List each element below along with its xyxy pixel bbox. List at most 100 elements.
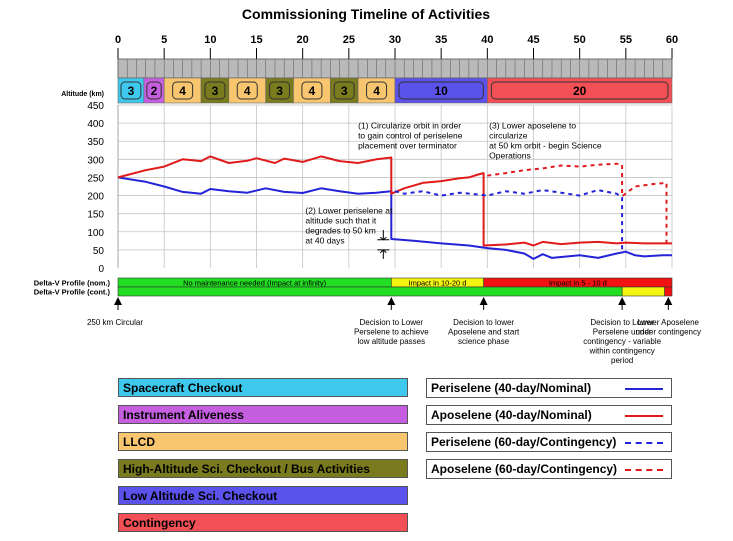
milestone-line: Aposelene and start: [448, 328, 520, 337]
activity-duration-box: [301, 81, 323, 100]
milestone-line: period: [611, 356, 633, 365]
milestone-line: Lower Aposelene: [638, 318, 700, 327]
activity-duration-label: 3: [128, 84, 135, 98]
timeline-hatch-band: [117, 58, 673, 79]
milestone-arrow-head: [114, 297, 122, 305]
activity-duration-box: [204, 81, 226, 100]
x-tick-label: 60: [666, 34, 678, 46]
series-line: [117, 176, 672, 260]
series-legend-swatch: [625, 469, 663, 471]
activity-duration-label: 10: [434, 84, 448, 98]
milestone-line: 250 km Circular: [87, 318, 143, 327]
activity-duration-label: 2: [151, 84, 158, 98]
y-tick-label: 400: [87, 119, 104, 130]
activity-duration-label: 3: [212, 84, 219, 98]
milestone-line: Decision to Lower: [590, 318, 654, 327]
activity-legend-item: Contingency: [118, 513, 408, 532]
series-legend-item: Periselene (60-day/Contingency): [426, 432, 672, 452]
milestone-arrow-head: [618, 297, 627, 305]
delta-v-segment: [621, 286, 665, 297]
series-legend-swatch: [625, 388, 663, 390]
annotation-line: at 50 km orbit - begin Science: [489, 141, 602, 151]
series-legend-swatch: [625, 442, 663, 444]
annotation-line: to gain control of periselene: [358, 131, 463, 141]
activity-duration-label: 3: [341, 84, 348, 98]
activity-duration-label: 4: [244, 84, 251, 98]
milestone-line: low altitude passes: [358, 337, 426, 346]
x-tick-label: 25: [343, 34, 355, 46]
milestone-text: 250 km Circular: [87, 318, 143, 327]
milestone-line: Perselene under: [593, 328, 652, 337]
x-axis-ticks: 0 5 10 15 20 25 30 35 40 45 50 55 60: [115, 34, 678, 59]
series-line: [394, 189, 624, 252]
y-tick-label: 350: [87, 137, 104, 148]
y-tick-label: 450: [87, 101, 104, 112]
activity-duration-box: [146, 81, 162, 100]
delta-v-segment: [117, 286, 623, 297]
annotation-line: (2) Lower periselene at: [305, 206, 393, 216]
milestone-line: under contingency: [636, 328, 701, 337]
annotation-line: altitude such that it: [305, 216, 377, 226]
delta-v-segment-label: Impact in 5 - 10 d: [549, 279, 607, 288]
activity-duration-label: 4: [309, 84, 316, 98]
x-tick-label: 15: [250, 34, 262, 46]
series-legend-item: Periselene (40-day/Nominal): [426, 378, 672, 398]
activity-duration-label: 3: [276, 84, 283, 98]
altitude-axis-label: Altitude (km): [61, 91, 104, 98]
x-tick-label: 55: [620, 34, 632, 46]
series-legend-label: Periselene (60-day/Contingency): [431, 435, 617, 449]
delta-v-segment: [664, 286, 673, 297]
x-tick-label: 0: [115, 34, 121, 46]
annotation-line: (3) Lower aposelene to: [489, 121, 576, 131]
x-tick-label: 40: [481, 34, 493, 46]
x-tick-label: 20: [297, 34, 309, 46]
delta-v-profile: Delta-V Profile (nom.) No maintenance nee…: [34, 277, 673, 297]
series-layer: [117, 155, 672, 260]
chart-title: Commissioning Timeline of Activities: [242, 6, 490, 22]
x-tick-label: 30: [389, 34, 401, 46]
y-tick-label: 0: [98, 264, 104, 275]
activity-legend-item: Low Altitude Sci. Checkout: [118, 486, 408, 505]
annotation-line: circularize: [489, 131, 528, 141]
activity-legend-item: Instrument Aliveness: [118, 405, 408, 424]
delta-v-row-label: Delta-V Profile (nom.): [34, 279, 111, 288]
x-tick-label: 50: [574, 34, 586, 46]
x-tick-label: 35: [435, 34, 447, 46]
y-tick-label: 150: [87, 210, 104, 221]
y-tick-label: 200: [87, 192, 104, 203]
activity-legend-item: Spacecraft Checkout: [118, 378, 408, 397]
milestone-line: Perselene to achieve: [354, 328, 429, 337]
drop-arrow-head: [379, 249, 387, 254]
series-legend-label: Aposelene (60-day/Contingency): [431, 462, 618, 476]
activity-duration-label: 4: [373, 84, 380, 98]
milestone-arrow-head: [664, 297, 673, 305]
series-legend-label: Aposelene (40-day/Nominal): [431, 408, 592, 422]
milestone-arrow-head: [387, 297, 396, 305]
x-tick-label: 10: [204, 34, 216, 46]
delta-v-segment-label: Impact in 10-20 d: [408, 279, 466, 288]
activity-duration-box: [333, 81, 355, 100]
delta-v-segment-label: No maintenance needed (Impact at infinit…: [183, 279, 326, 288]
x-tick-label: 5: [161, 34, 167, 46]
activity-duration-box: [269, 81, 291, 100]
activity-duration-label: 20: [573, 84, 587, 98]
milestone-arrow-head: [479, 297, 488, 305]
series-legend-item: Aposelene (60-day/Contingency): [426, 459, 672, 479]
activity-duration-box: [490, 81, 669, 100]
milestone-line: within contingency: [588, 347, 654, 356]
milestone-line: contingency - variable: [583, 337, 661, 346]
x-tick-label: 45: [527, 34, 539, 46]
series-line: [487, 162, 668, 243]
activity-legend-item: High-Altitude Sci. Checkout / Bus Activi…: [118, 459, 408, 478]
annotation-line: at 40 days: [305, 236, 344, 246]
milestone-line: Decision to Lower: [360, 318, 424, 327]
activity-duration-box: [120, 81, 142, 100]
